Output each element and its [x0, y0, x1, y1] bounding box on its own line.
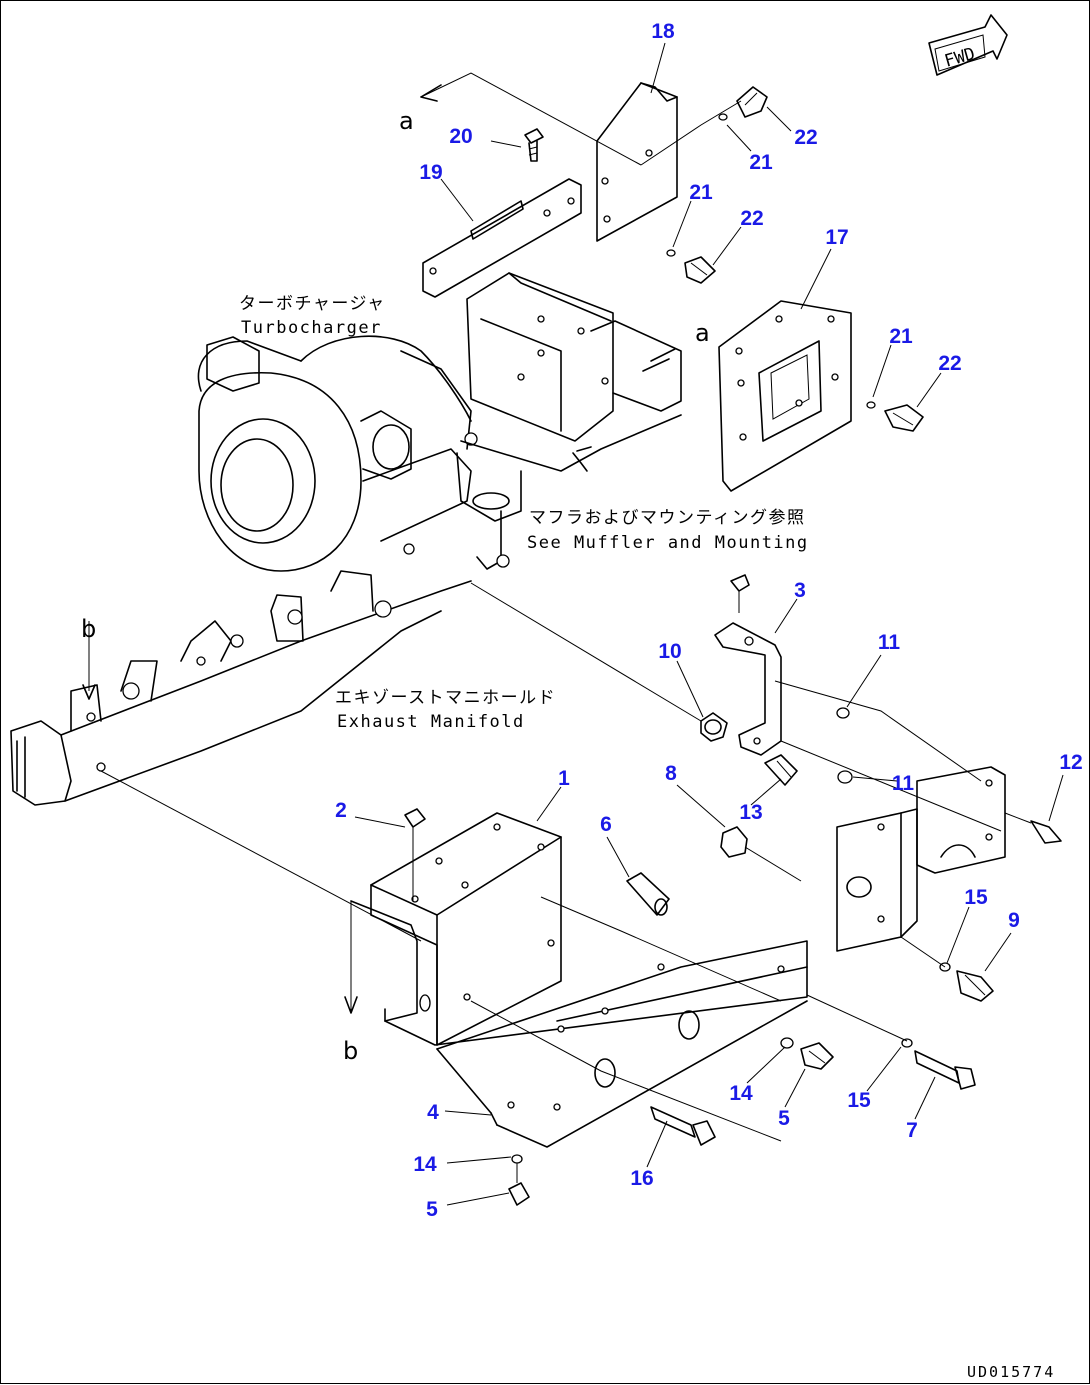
axis-line-10 — [470, 582, 702, 722]
callout-3: 3 — [794, 579, 806, 602]
bolt-9 — [939, 962, 994, 1002]
reference-line-a: a — [399, 72, 642, 166]
callout-20: 20 — [449, 125, 472, 148]
callout-5-middle: 5 — [778, 1107, 790, 1130]
axis-line-manifold-bracket — [100, 770, 422, 942]
callout-22-middle: 22 — [740, 207, 763, 230]
spacer-10 — [700, 712, 728, 742]
turbocharger-label-en: Turbocharger — [241, 318, 382, 338]
axis-line-11 — [774, 680, 982, 782]
exhaust-manifold — [10, 570, 472, 806]
bracket-18 — [596, 82, 678, 242]
muffler-reference-en: See Muffler and Mounting — [527, 533, 809, 553]
bolt-22-middle — [666, 249, 716, 284]
bolt-5-middle — [780, 1037, 834, 1070]
callout-4: 4 — [427, 1101, 439, 1124]
callout-6: 6 — [600, 813, 612, 836]
view-marker-b-bottom: b — [343, 1037, 358, 1065]
callout-2: 2 — [335, 799, 347, 822]
bolt-16 — [650, 1106, 716, 1146]
fwd-label: FWD — [942, 44, 977, 72]
view-marker-b-left: b — [81, 615, 96, 643]
bolt-22-top — [718, 86, 768, 121]
bolt-12 — [1004, 812, 1062, 844]
plate-4 — [384, 940, 808, 1148]
bolt-5-lower — [508, 1154, 530, 1206]
bolt-2 — [404, 808, 426, 901]
callout-15-lower: 15 — [847, 1089, 871, 1112]
plate-17 — [718, 300, 852, 492]
callout-13: 13 — [739, 801, 762, 824]
axis-line-7 — [806, 994, 908, 1042]
axis-line-1 — [540, 896, 782, 1002]
callout-10: 10 — [658, 640, 681, 663]
manifold-label-en: Exhaust Manifold — [337, 712, 525, 732]
callout-22-right: 22 — [938, 352, 961, 375]
washer-11-lower — [837, 770, 853, 784]
callout-21-right: 21 — [889, 325, 913, 348]
callout-8: 8 — [665, 762, 677, 785]
muffler-mounting-bracket — [456, 272, 682, 570]
bolt-20 — [524, 128, 544, 162]
axis-line-9 — [900, 936, 946, 968]
fwd-direction-icon: FWD — [928, 14, 1008, 76]
spacer-8 — [720, 826, 748, 858]
callout-17: 17 — [825, 226, 848, 249]
callout-9: 9 — [1008, 909, 1020, 932]
pin-6 — [626, 872, 670, 916]
bracket-1 — [350, 812, 562, 1046]
turbocharger — [197, 335, 478, 572]
callout-14-middle: 14 — [729, 1082, 753, 1105]
bolt-axis-18 — [640, 100, 742, 166]
callout-5-lower: 5 — [426, 1198, 438, 1221]
manifold-label-jp: エキゾーストマニホールド — [335, 688, 556, 708]
callout-19: 19 — [419, 161, 442, 184]
side-bracket — [836, 766, 1006, 952]
axis-line-4 — [470, 1000, 782, 1142]
callout-18: 18 — [651, 20, 675, 43]
callout-7: 7 — [906, 1119, 918, 1142]
callout-16: 16 — [630, 1167, 653, 1190]
washer-11-upper — [836, 707, 850, 719]
view-marker-a-right: a — [695, 319, 710, 347]
axis-line-8 — [744, 846, 802, 882]
callout-11-upper: 11 — [878, 631, 901, 654]
bracket-3 — [714, 574, 782, 756]
callout-12: 12 — [1059, 751, 1082, 774]
callout-22-top: 22 — [794, 126, 817, 149]
callout-leaders — [354, 42, 1064, 1206]
callout-11-lower: 11 — [892, 772, 915, 795]
plate-19 — [422, 178, 582, 298]
bolt-22-right — [866, 401, 924, 432]
bolt-13 — [764, 754, 798, 786]
view-marker-a-top: a — [399, 107, 414, 135]
callout-1: 1 — [558, 767, 570, 790]
callout-15-upper: 15 — [964, 886, 988, 909]
callout-21-top: 21 — [749, 151, 773, 174]
callout-14-lower: 14 — [413, 1153, 437, 1176]
bolt-7 — [901, 1038, 976, 1090]
drawing-number: UD015774 — [967, 1363, 1055, 1381]
reference-arrow-b — [344, 996, 358, 1014]
turbocharger-label-jp: ターボチャージャ — [239, 294, 386, 314]
callout-21-middle: 21 — [689, 181, 713, 204]
muffler-reference-jp: マフラおよびマウンティング参照 — [529, 508, 805, 528]
axis-line-12 — [780, 740, 1002, 832]
